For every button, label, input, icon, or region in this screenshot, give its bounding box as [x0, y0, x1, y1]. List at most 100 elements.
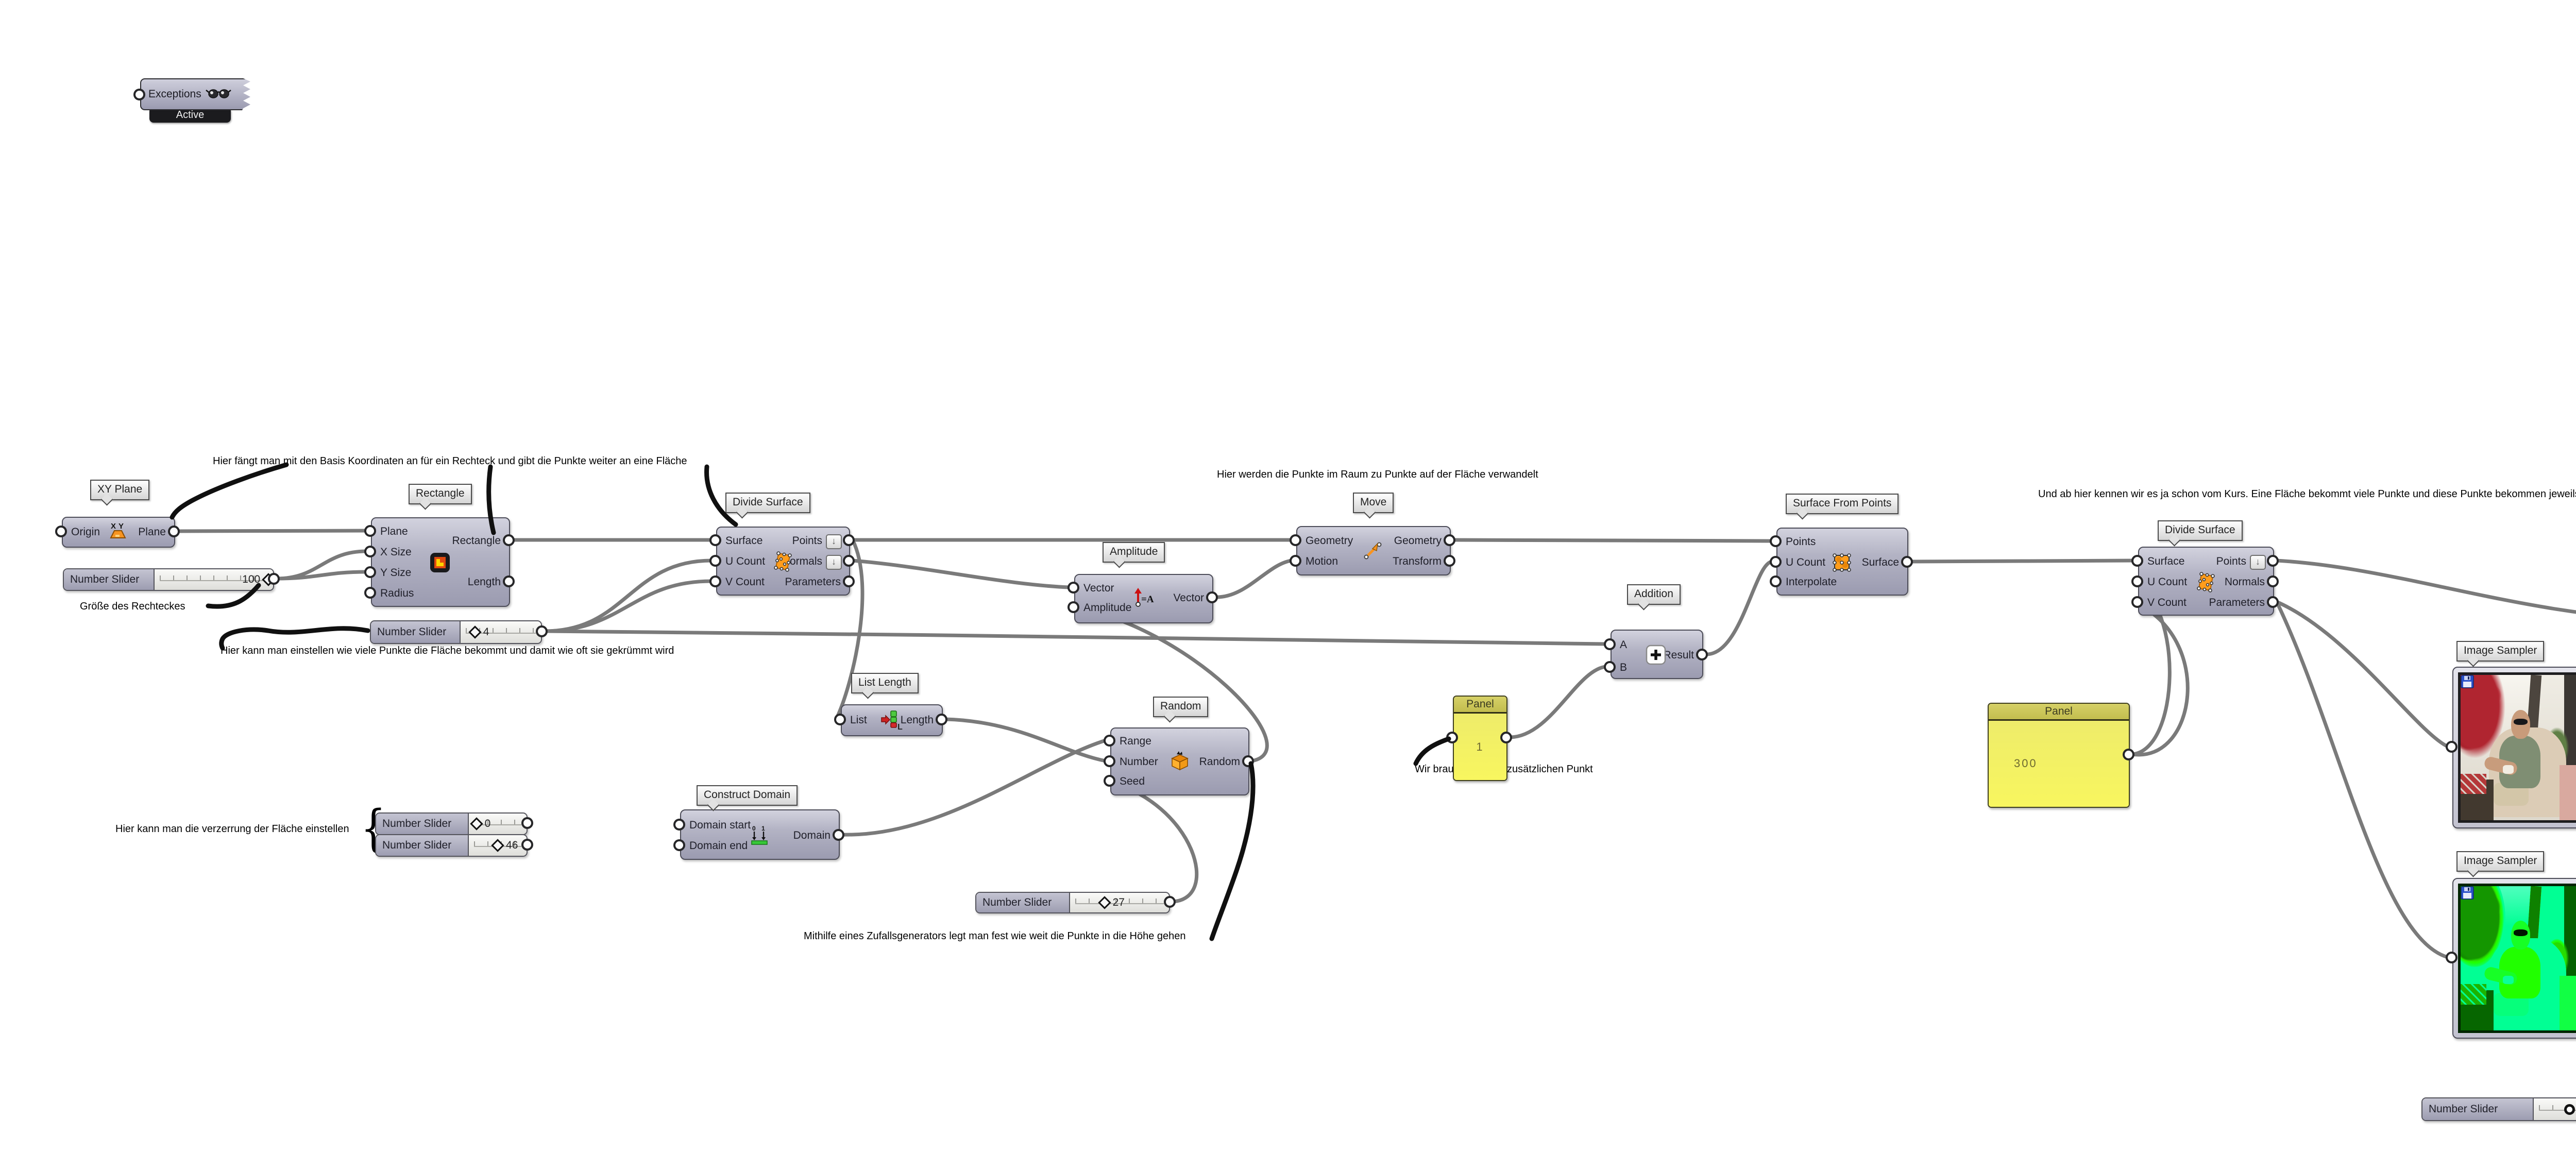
ds2-output-0-label: Points	[2216, 555, 2246, 567]
random-input-1-port[interactable]	[1104, 755, 1115, 767]
s4-output-port[interactable]	[536, 625, 548, 637]
ds1-input-0-port[interactable]	[709, 534, 721, 546]
amp-input-1-port[interactable]	[1067, 601, 1079, 613]
sfp-input-2-label: Interpolate	[1786, 576, 1837, 588]
move-input-1-port[interactable]	[1290, 555, 1301, 567]
list-input-0-port[interactable]	[834, 714, 846, 725]
rectangle-icon	[429, 551, 451, 577]
ds2-output-0-flatten-button[interactable]: ↓	[2250, 555, 2266, 570]
rect-output-1-port[interactable]	[503, 575, 515, 587]
ds1-output-2-port[interactable]	[843, 575, 855, 587]
ds2-input-0-port[interactable]	[2131, 555, 2143, 567]
amp-output-0-port[interactable]	[1206, 591, 1218, 603]
is2-input-port[interactable]	[2446, 952, 2458, 963]
add-input-1-port[interactable]	[1604, 661, 1616, 673]
ds1-input-2-port[interactable]	[709, 575, 721, 587]
s27-output-port[interactable]	[1164, 896, 1176, 908]
rect-output-0-port[interactable]	[503, 534, 515, 546]
ds1-output-1-flatten-button[interactable]: ↓	[826, 555, 842, 570]
ds1-output-0-port[interactable]	[843, 534, 855, 546]
s46-output-port[interactable]	[521, 839, 533, 851]
list-output-0-label: Length	[900, 714, 934, 726]
ds2-output-1-port[interactable]	[2267, 575, 2279, 587]
amp-input-0-port[interactable]	[1067, 582, 1079, 594]
ds1-output-1-port[interactable]	[843, 555, 855, 567]
s854-slider-grip[interactable]: 0.854	[2564, 1103, 2576, 1115]
s4-slider-grip[interactable]: 4	[468, 625, 489, 639]
sfp-input-1-port[interactable]	[1770, 556, 1782, 568]
ds2-output-0-port[interactable]	[2267, 555, 2279, 567]
s0-output-port[interactable]	[521, 817, 533, 829]
rect-input-0-port[interactable]	[364, 525, 376, 537]
svg-text:L: L	[897, 723, 903, 732]
is1-input-port[interactable]	[2446, 741, 2458, 753]
list-output-0-port[interactable]	[936, 714, 947, 725]
s27-slider-label: Number Slider	[976, 893, 1070, 912]
s100-output-port[interactable]	[268, 573, 280, 585]
s46-slider-grip[interactable]: 46	[491, 839, 518, 852]
s854-slider-track[interactable]: 0.854	[2534, 1098, 2576, 1120]
add-output-0-port[interactable]	[1696, 649, 1708, 660]
origin-output-0-port[interactable]	[168, 526, 180, 537]
random-input-0-port[interactable]	[1104, 735, 1115, 747]
s0-slider-track[interactable]: 0	[469, 814, 527, 834]
random-output-0-port[interactable]	[1242, 755, 1254, 767]
exceptions-input-port[interactable]	[133, 89, 145, 100]
is2-image-sampler[interactable]	[2452, 878, 2576, 1039]
s100-slider-grip[interactable]: 100	[242, 573, 273, 586]
s100-slider-track[interactable]: 100	[155, 569, 273, 590]
s4-slider-track[interactable]: 4	[461, 621, 541, 643]
s27-slider-track[interactable]: 27	[1070, 893, 1169, 912]
ds2-input-1-port[interactable]	[2131, 575, 2143, 587]
ds1-output-0-flatten-button[interactable]: ↓	[826, 534, 842, 549]
panel1-input-port[interactable]	[1446, 732, 1458, 743]
ds1-input-1-port[interactable]	[709, 555, 721, 567]
ds2-input-2-port[interactable]	[2131, 596, 2143, 608]
random-input-2-port[interactable]	[1104, 775, 1115, 787]
cd-input-1-port[interactable]	[673, 839, 685, 851]
is1-image-sampler[interactable]	[2452, 667, 2576, 828]
cd-input-0-port[interactable]	[673, 819, 685, 831]
sfp-input-0-port[interactable]	[1770, 535, 1782, 547]
sfp-input-2-port[interactable]	[1770, 575, 1782, 587]
rect-input-3-port[interactable]	[364, 587, 376, 599]
p300-output-port[interactable]	[2123, 749, 2134, 760]
panel1-output-port[interactable]	[1500, 732, 1512, 743]
s0-slider-grip[interactable]: 0	[469, 817, 490, 831]
s27-slider-grip[interactable]: 27	[1097, 896, 1125, 909]
move-output-0-port[interactable]	[1444, 534, 1455, 546]
exceptions-widget[interactable]: Exceptions	[140, 78, 250, 110]
s27-number-slider[interactable]: Number Slider 27	[975, 892, 1170, 913]
move-output-1-port[interactable]	[1444, 555, 1455, 567]
move-input-0-port[interactable]	[1290, 534, 1301, 546]
sfp-output-0-port[interactable]	[1901, 556, 1913, 568]
s46-slider-track[interactable]: 46	[469, 835, 527, 856]
rect-input-1-port[interactable]	[364, 546, 376, 557]
add-input-0-port[interactable]	[1604, 638, 1616, 650]
cd-output-0-port[interactable]	[833, 829, 844, 841]
rect-input-2-port[interactable]	[364, 566, 376, 578]
list-nickname-label: List Length	[858, 676, 911, 688]
ds2-output-2-port[interactable]	[2267, 596, 2279, 608]
origin-input-0-port[interactable]	[55, 526, 67, 537]
origin-output-0-label: Plane	[138, 526, 166, 538]
